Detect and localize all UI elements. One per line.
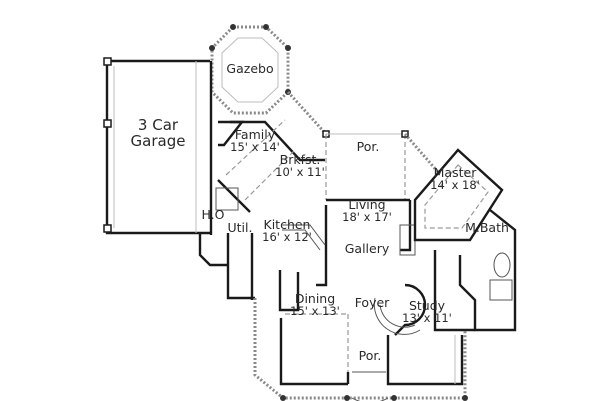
room-dims: 10' x 11'	[275, 165, 325, 179]
living-walls	[282, 198, 416, 287]
room-name: Por.	[358, 348, 382, 363]
family-walls	[209, 61, 325, 235]
room-name: Kitchen	[263, 217, 311, 232]
room-name: Brkfst.	[279, 152, 321, 167]
garage-walls	[103, 57, 210, 235]
room-dims: 15' x 14'	[230, 140, 280, 154]
room-name: Master	[433, 165, 477, 180]
room-label-garage: 3 Car Garage	[131, 117, 186, 149]
room-name: Por.	[356, 139, 380, 154]
room-dims: 15' x 13'	[290, 304, 340, 318]
rear-porch	[325, 130, 440, 200]
room-name: Foyer	[354, 295, 390, 310]
front-porch	[253, 298, 468, 401]
room-label-brkfst: Brkfst. 10' x 11'	[275, 153, 325, 179]
room-name: H.O	[201, 207, 225, 222]
room-label-foyer: Foyer	[355, 296, 390, 309]
room-label-mbath: M.Bath	[465, 221, 509, 234]
room-name: Util.	[227, 220, 253, 235]
front-rooms	[279, 313, 464, 386]
spiral-stair	[373, 250, 475, 336]
room-label-study: Study 13' x 11'	[402, 299, 452, 325]
room-name: Dining	[294, 291, 336, 306]
utility-walls	[198, 233, 300, 312]
room-label-master: Master 14' x 18'	[430, 166, 480, 192]
room-label-family: Family 15' x 14'	[230, 128, 280, 154]
room-label-gallery: Gallery	[345, 242, 390, 255]
room-dims: 18' x 17'	[342, 210, 392, 224]
room-label-dining: Dining 15' x 13'	[290, 292, 340, 318]
room-label-kitchen: Kitchen 16' x 12'	[262, 218, 312, 244]
room-name: 3 Car	[137, 116, 179, 134]
master-walls	[413, 148, 504, 242]
room-label-ho: H.O	[202, 208, 225, 221]
room-label-porch-rear: Por.	[357, 140, 380, 153]
room-name: Family	[234, 127, 276, 142]
room-label-porch-front: Por.	[359, 349, 382, 362]
room-dims: 14' x 18'	[430, 178, 480, 192]
room-label-living: Living 18' x 17'	[342, 198, 392, 224]
room-label-gazebo: Gazebo	[226, 62, 273, 75]
room-label-util: Util.	[228, 221, 253, 234]
room-name: Living	[348, 197, 386, 212]
room-name: M.Bath	[465, 220, 509, 235]
room-name-2: Garage	[130, 132, 186, 150]
room-name: Gallery	[344, 241, 390, 256]
room-name: Gazebo	[226, 61, 274, 76]
room-dims: 16' x 12'	[262, 230, 312, 244]
room-dims: 13' x 11'	[402, 311, 452, 325]
gazebo-structure	[209, 24, 330, 138]
room-name: Study	[408, 298, 446, 313]
